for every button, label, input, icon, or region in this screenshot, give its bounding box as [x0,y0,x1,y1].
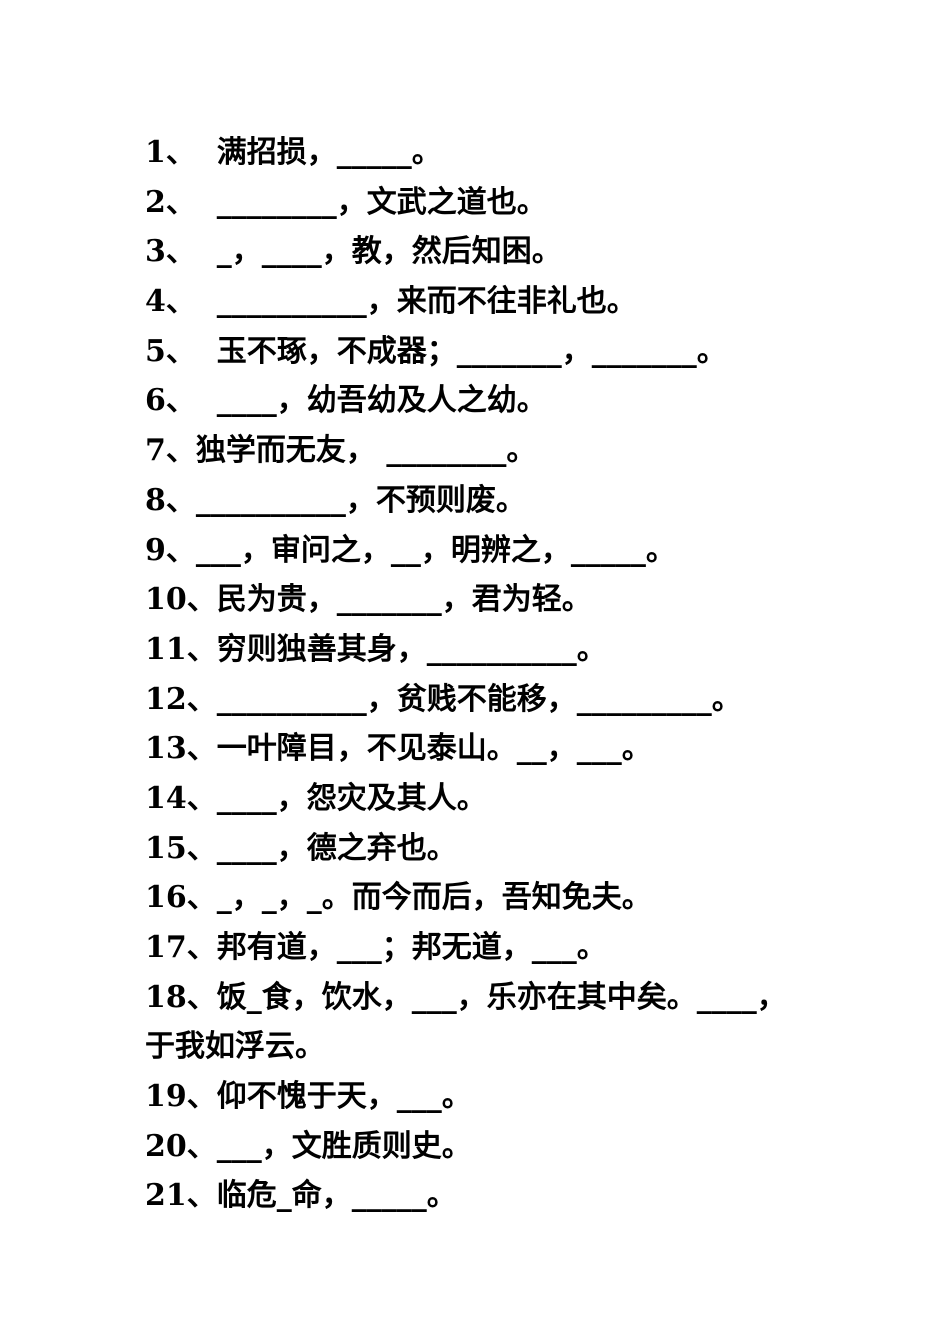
question-line: 16、_，_，_。而今而后，吾知免夫。 [145,880,652,916]
question-line: 17、邦有道，___；邦无道，___。 [145,930,607,965]
question-line: 11、穷则独善其身，__________。 [145,631,607,667]
question-line: 12、__________，贫贱不能移，_________。 [145,681,742,717]
question-line: 3、 _，____，教，然后知困。 [145,234,562,270]
question-line: 19、仰不愧于天，___。 [145,1079,472,1115]
question-list: 1、 满招损，_____。 2、 ________，文武之道也。 3、 _，__… [145,128,810,1221]
question-line: 14、____，怨灾及其人。 [145,780,487,816]
question-line: 15、____，德之弃也。 [145,830,457,866]
question-line: 7、独学而无友， ________。 [145,433,537,469]
question-line: 6、 ____，幼吾幼及人之幼。 [145,383,547,419]
question-line: 4、 __________，来而不往非礼也。 [145,284,637,320]
question-line: 5、 玉不琢，不成器；_______，_______。 [145,333,727,369]
question-line: 13、一叶障目，不见泰山。__，___。 [145,731,652,767]
question-line: 8、__________，不预则废。 [145,482,526,518]
question-line: 2、 ________，文武之道也。 [145,184,547,220]
question-line: 21、临危_命，_____。 [145,1178,457,1214]
question-line: 9、___，审问之，__，明辨之，_____。 [145,532,676,568]
question-line: 10、民为贵，_______，君为轻。 [145,582,592,618]
question-line: 1、 满招损，_____。 [145,135,442,170]
question-line-continuation: 于我如浮云。 [145,1029,325,1065]
question-line: 18、饭_食，饮水，___，乐亦在其中矣。____， [145,979,787,1015]
question-line: 20、___，文胜质则史。 [145,1128,472,1164]
